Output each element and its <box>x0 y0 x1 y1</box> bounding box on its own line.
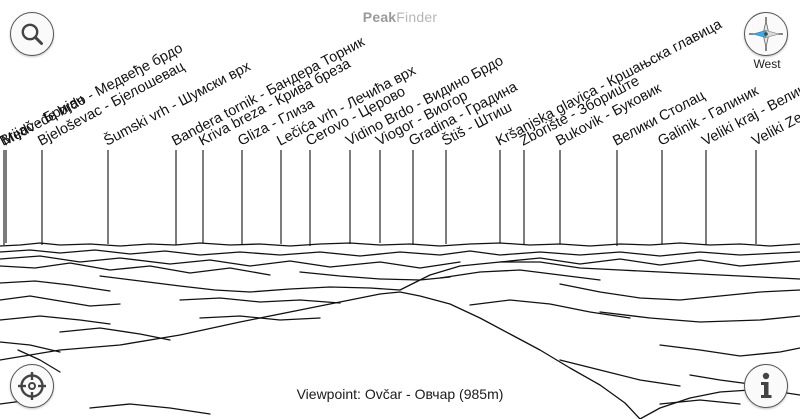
search-button[interactable] <box>10 12 54 56</box>
info-icon <box>761 372 772 398</box>
viewpoint-label: Viewpoint: Ovčar - Овчар (985m) <box>296 386 504 402</box>
crosshair-icon <box>18 372 46 400</box>
locate-button[interactable] <box>10 364 54 408</box>
compass-icon <box>749 17 783 51</box>
compass-direction: West <box>753 57 781 71</box>
terrain-outline <box>0 242 800 419</box>
search-icon <box>21 23 43 45</box>
info-button[interactable] <box>744 364 788 408</box>
compass-button[interactable] <box>744 12 788 56</box>
peak-label[interactable]: Medveđe brdo - Медвеђе брдо <box>0 40 186 149</box>
